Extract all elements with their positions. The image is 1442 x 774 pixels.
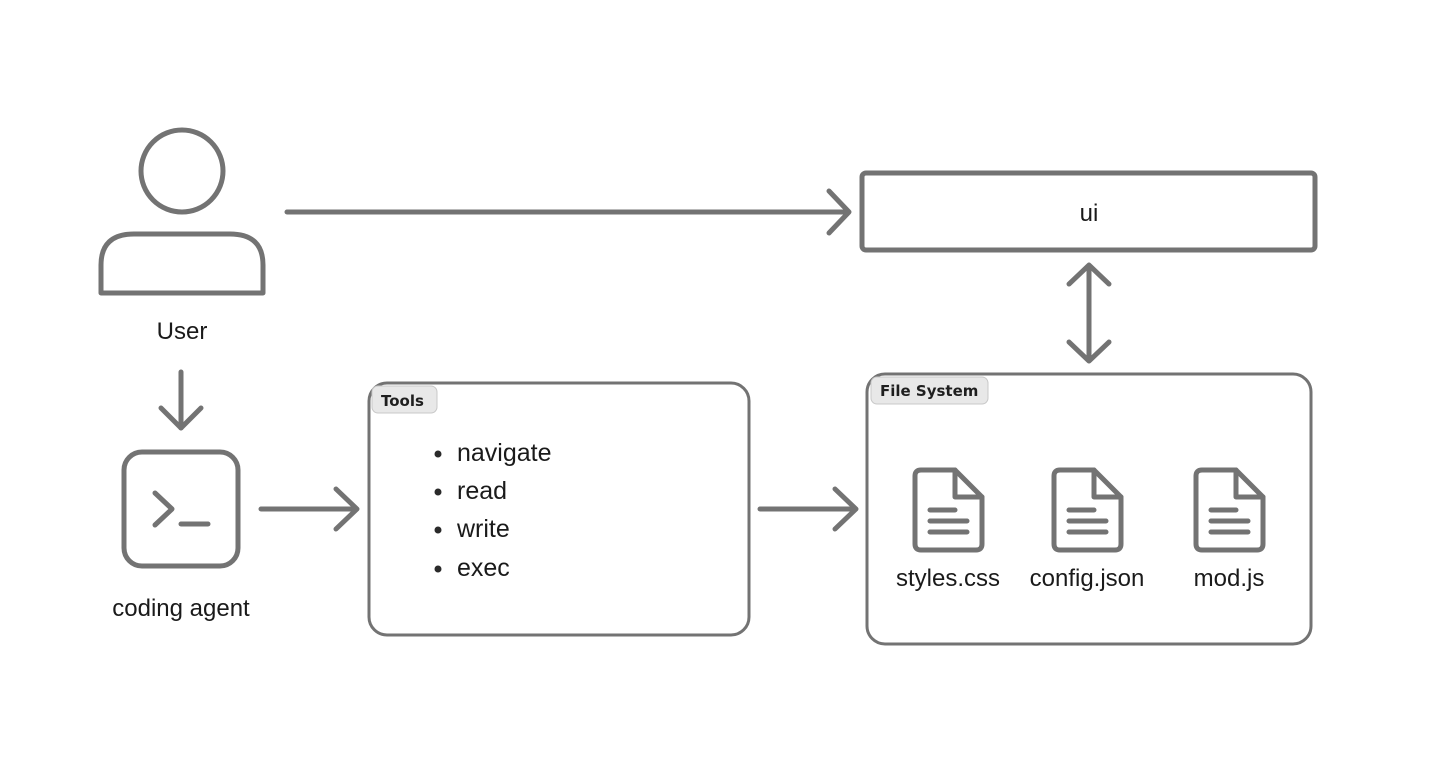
tool-item-read: read xyxy=(457,477,507,505)
filesystem-tag xyxy=(870,376,989,405)
user-label: User xyxy=(157,318,208,345)
tools-panel: Tools navigate read write exec xyxy=(367,381,751,637)
list-bullet xyxy=(434,565,442,573)
arrow-agent-to-tools xyxy=(258,486,360,532)
coding-agent-label: coding agent xyxy=(112,595,250,622)
tool-item-navigate: navigate xyxy=(457,439,552,467)
arrow-tools-to-filesystem xyxy=(757,486,859,532)
tools-list: navigate read write exec xyxy=(434,439,552,582)
file-icon xyxy=(1193,467,1266,553)
terminal-icon xyxy=(121,449,241,569)
filesystem-tag-label: File System xyxy=(880,382,978,400)
filesystem-panel: File System styles.css config.json mod.j… xyxy=(865,372,1313,646)
arrow-user-to-ui xyxy=(284,188,852,236)
arrow-ui-filesystem-bidirectional xyxy=(1066,262,1112,364)
tool-item-exec: exec xyxy=(457,554,510,582)
list-bullet xyxy=(434,450,442,458)
tools-tag-label: Tools xyxy=(381,392,424,410)
list-bullet xyxy=(434,488,442,496)
ui-box xyxy=(859,170,1318,253)
tool-item-write: write xyxy=(456,515,510,543)
file-label-mod-js: mod.js xyxy=(1194,565,1265,592)
file-icon xyxy=(912,467,985,553)
tools-tag xyxy=(371,385,438,414)
file-icon xyxy=(1051,467,1124,553)
list-bullet xyxy=(434,526,442,534)
file-label-config-json: config.json xyxy=(1030,565,1145,592)
ui-label: ui xyxy=(1080,200,1099,227)
file-label-styles-css: styles.css xyxy=(896,565,1000,592)
arrow-user-to-agent xyxy=(158,369,204,431)
user-icon xyxy=(98,127,266,296)
